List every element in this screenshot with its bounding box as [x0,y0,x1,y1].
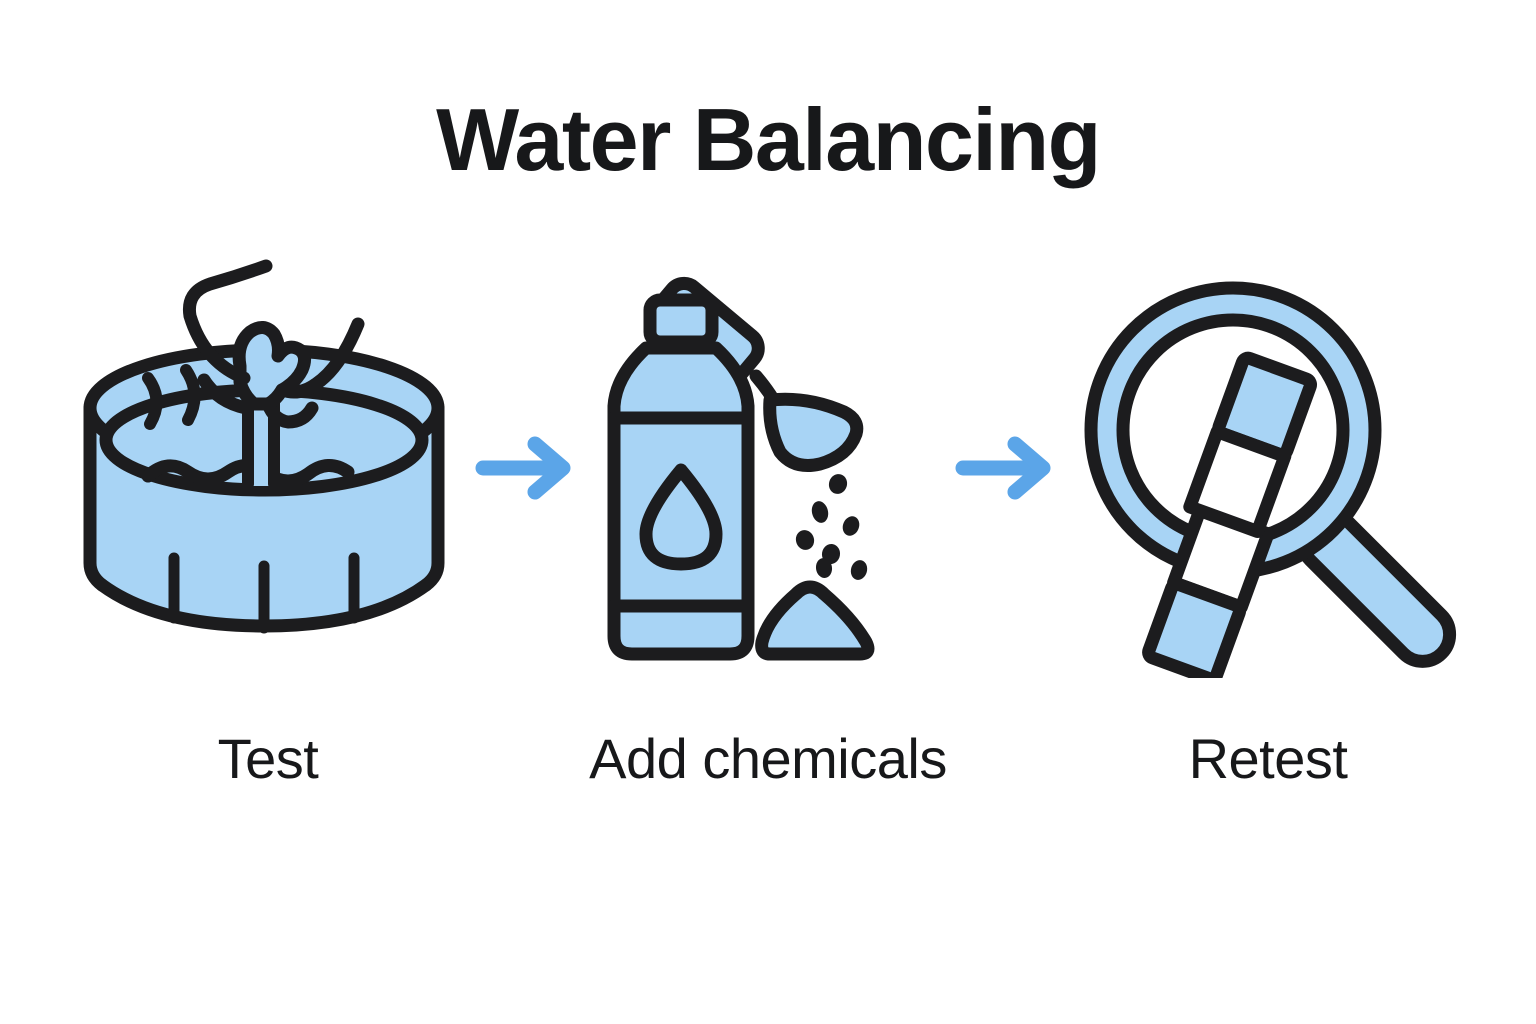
granule-6 [815,558,833,578]
arrow-slot-1 [468,258,588,678]
motion-line-2 [180,364,201,426]
arrow-slot-2 [948,258,1068,678]
chemical-bottle-and-scoop-icon [607,276,875,661]
hand-thumb [261,397,319,429]
granules-icon [795,474,868,580]
granule-pile-icon [755,580,875,661]
step-label-retest: Retest [1188,727,1348,790]
arrow-right-icon [955,436,1051,500]
arrow-right-icon [475,436,571,500]
page-title: Water Balancing [436,90,1101,189]
hand-finger-right [275,317,365,399]
magnifier-over-test-strip-icon [1084,281,1457,678]
hand-dipping-test-strip-in-pool-icon [83,259,445,634]
step-add-chemicals: Add chemicals [588,258,948,791]
step-retest: Retest [1068,258,1468,791]
water-droplet-label-icon [639,463,723,571]
step-label-test: Test [217,727,319,790]
granule-1 [828,474,848,494]
bottle-cap [643,293,719,349]
arrow-head [1007,436,1051,500]
scoop-bowl [763,392,864,472]
step-retest-art [1073,258,1463,678]
test-strip-segment-4 [1142,577,1247,678]
arrow-head [527,436,571,500]
step-test: Test [68,258,468,791]
test-strip-segment-2 [1183,425,1292,538]
steps-row: Test [68,258,1468,791]
hand-finger-upper [182,259,273,385]
granule-2 [811,501,829,523]
step-add-chemicals-art [598,258,938,678]
granule-7 [850,560,868,580]
hand-finger-lower-left [197,373,253,415]
step-label-add-chemicals: Add chemicals [589,727,947,790]
motion-line-1 [142,372,163,430]
step-test-art [68,258,468,678]
granule-3 [842,516,860,536]
granule-4 [795,530,815,550]
